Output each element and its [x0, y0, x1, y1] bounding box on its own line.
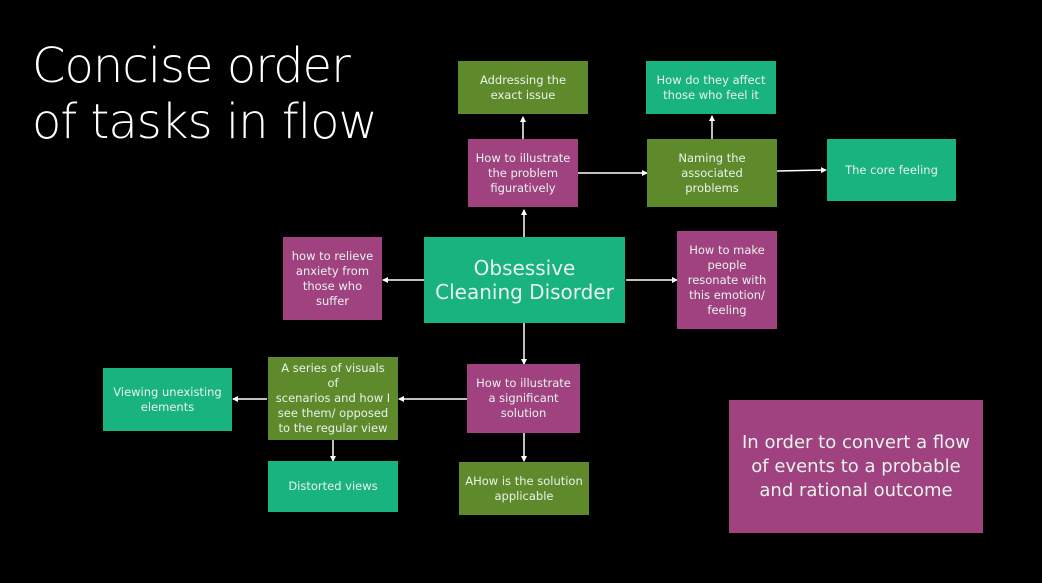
- note-box: In order to convert a flow of events to …: [729, 400, 983, 533]
- node-series-visuals[interactable]: A series of visuals of scenarios and how…: [268, 357, 398, 440]
- node-distorted-views-label: Distorted views: [288, 479, 378, 493]
- node-illustrate-solution-label: How to illustrate a significant solution: [476, 376, 571, 420]
- node-distorted-views[interactable]: Distorted views: [268, 461, 398, 512]
- slide-title-line-1: Concise order: [32, 38, 351, 94]
- node-addressing-issue[interactable]: Addressing the exact issue: [458, 61, 588, 114]
- node-core-feeling-label: The core feeling: [845, 162, 938, 177]
- node-relieve-anxiety-label: how to relieve anxiety from those who su…: [291, 248, 374, 308]
- node-center-topic[interactable]: Obsessive Cleaning Disorder: [424, 237, 625, 323]
- node-illustrate-solution[interactable]: How to illustrate a significant solution: [467, 364, 580, 433]
- node-viewing-unexisting-label: Viewing unexisting elements: [113, 384, 222, 414]
- node-naming-problems-label: Naming the associated problems: [678, 150, 746, 195]
- node-make-resonate[interactable]: How to make people resonate with this em…: [677, 231, 777, 329]
- node-naming-problems[interactable]: Naming the associated problems: [647, 139, 777, 207]
- node-make-resonate-label: How to make people resonate with this em…: [687, 242, 767, 317]
- node-center-topic-label: Obsessive Cleaning Disorder: [435, 256, 614, 304]
- node-series-visuals-label: A series of visuals of scenarios and how…: [275, 361, 391, 435]
- node-relieve-anxiety[interactable]: how to relieve anxiety from those who su…: [283, 237, 382, 320]
- node-how-affect-label: How do they affect those who feel it: [656, 72, 766, 102]
- node-solution-applicable[interactable]: AHow is the solution applicable: [459, 462, 589, 515]
- node-solution-applicable-label: AHow is the solution applicable: [465, 473, 583, 503]
- node-core-feeling[interactable]: The core feeling: [827, 139, 956, 201]
- edge-naming-problems-to-core-feeling: [776, 167, 827, 174]
- node-addressing-issue-label: Addressing the exact issue: [479, 72, 567, 102]
- slide-title-line-2: of tasks in flow: [32, 94, 378, 150]
- node-illustrate-problem-label: How to illustrate the problem figurative…: [475, 150, 571, 195]
- node-illustrate-problem[interactable]: How to illustrate the problem figurative…: [468, 139, 578, 207]
- slide-title: Concise order of tasks in flow: [32, 38, 378, 150]
- node-viewing-unexisting[interactable]: Viewing unexisting elements: [103, 368, 232, 431]
- node-how-affect[interactable]: How do they affect those who feel it: [646, 61, 776, 114]
- note-text: In order to convert a flow of events to …: [742, 431, 970, 501]
